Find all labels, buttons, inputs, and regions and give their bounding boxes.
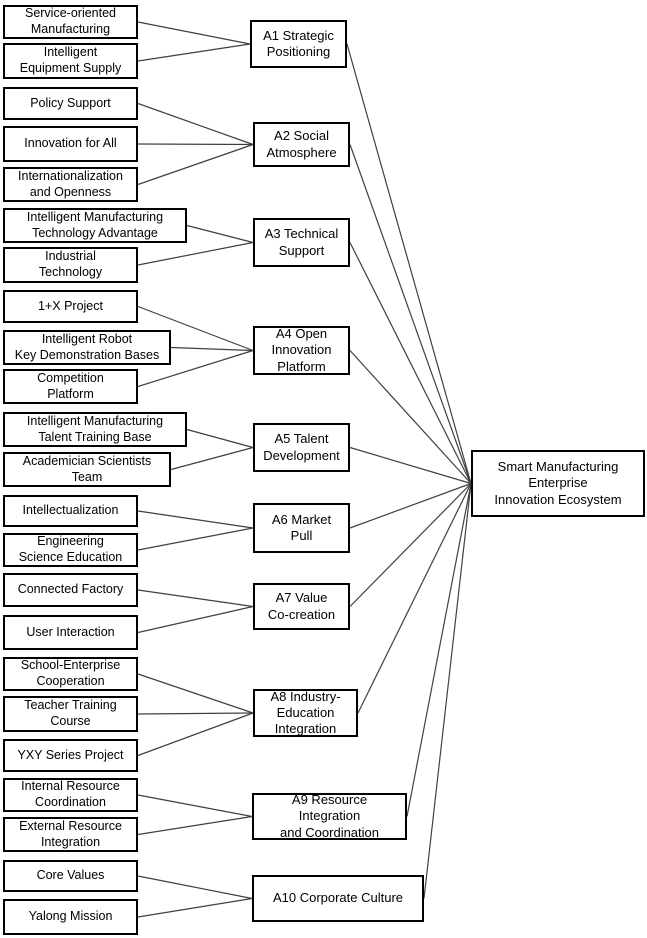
node-engineering-science-education: Engineering Science Education [3,533,138,567]
node-a2-social-atmosphere: A2 Social Atmosphere [253,122,350,167]
node-smart-manufacturing-ecosystem: Smart Manufacturing Enterprise Innovatio… [471,450,645,517]
node-industrial-technology: Industrial Technology [3,247,138,283]
node-a9-resource-integration-coordination: A9 Resource Integration and Coordination [252,792,407,840]
node-teacher-training-course: Teacher Training Course [3,696,138,732]
node-academician-scientists-team: Academician Scientists Team [3,452,171,487]
node-internal-resource-coordination: Internal Resource Coordination [3,778,138,812]
node-core-values: Core Values [3,860,138,892]
node-connected-factory: Connected Factory [3,573,138,607]
node-a10-corporate-culture: A10 Corporate Culture [252,875,424,922]
node-1x-project: 1+X Project [3,290,138,323]
node-intelligent-robot-bases: Intelligent Robot Key Demonstration Base… [3,330,171,365]
node-school-enterprise-cooperation: School-Enterprise Cooperation [3,657,138,691]
node-yalong-mission: Yalong Mission [3,899,138,935]
node-im-talent-training-base: Intelligent Manufacturing Talent Trainin… [3,412,187,447]
node-policy-support: Policy Support [3,87,138,120]
node-a7-value-co-creation: A7 Value Co-creation [253,583,350,630]
node-intellectualization: Intellectualization [3,495,138,527]
node-a6-market-pull: A6 Market Pull [253,503,350,553]
node-yxy-series-project: YXY Series Project [3,739,138,772]
node-a8-industry-education-integration: A8 Industry- Education Integration [253,689,358,737]
node-a3-technical-support: A3 Technical Support [253,218,350,267]
node-intelligent-equipment-supply: Intelligent Equipment Supply [3,43,138,79]
node-a5-talent-development: A5 Talent Development [253,423,350,472]
node-a4-open-innovation-platform: A4 Open Innovation Platform [253,326,350,375]
node-internationalization-openness: Internationalization and Openness [3,167,138,202]
node-external-resource-integration: External Resource Integration [3,817,138,852]
node-competition-platform: Competition Platform [3,369,138,404]
node-innovation-for-all: Innovation for All [3,126,138,162]
node-service-oriented-manufacturing: Service-oriented Manufacturing [3,5,138,39]
node-a1-strategic-positioning: A1 Strategic Positioning [250,20,347,68]
node-im-technology-advantage: Intelligent Manufacturing Technology Adv… [3,208,187,243]
node-user-interaction: User Interaction [3,615,138,650]
